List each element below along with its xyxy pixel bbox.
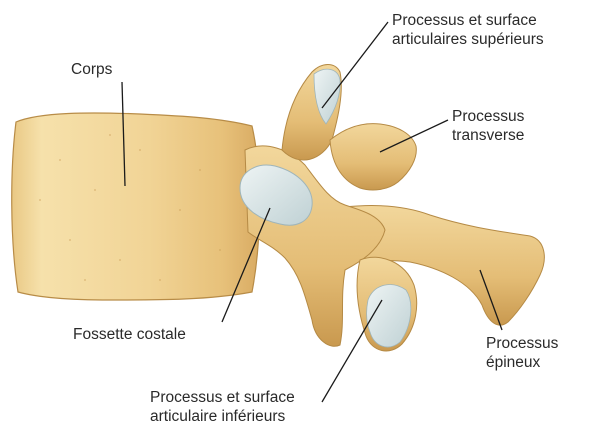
label-corps: Corps — [71, 60, 112, 79]
label-superior-articular: Processus et surface articulaires supéri… — [392, 11, 544, 49]
label-fossette-costale: Fossette costale — [73, 325, 186, 344]
label-transverse: Processus transverse — [452, 107, 524, 145]
label-epineux: Processus épineux — [486, 334, 558, 372]
vertebral-body — [12, 113, 260, 300]
transverse-process — [330, 124, 416, 190]
label-inferior-articular: Processus et surface articulaire inférie… — [150, 388, 295, 426]
